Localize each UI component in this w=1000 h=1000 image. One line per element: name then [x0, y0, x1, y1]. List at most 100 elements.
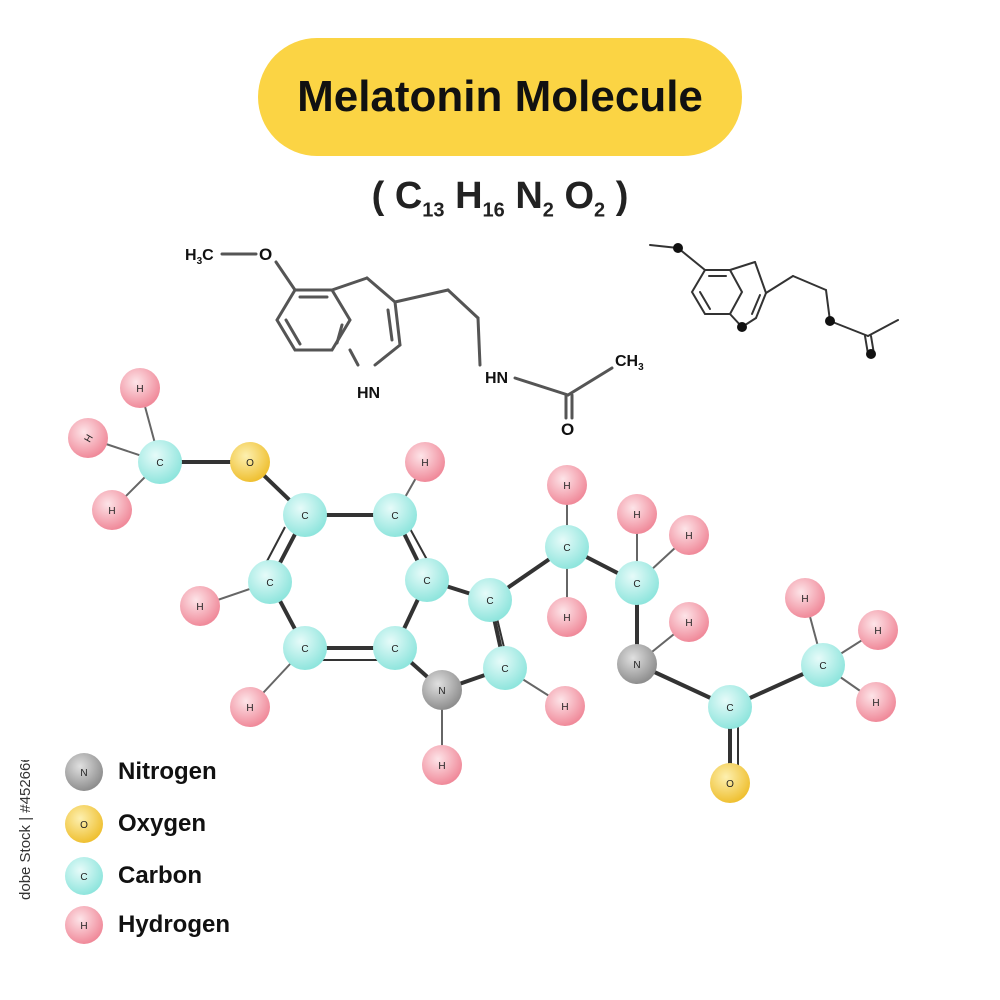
- hydrogen-atom-icon: [856, 682, 896, 722]
- atom-letter: H: [874, 626, 881, 637]
- atom-letter: H: [872, 698, 879, 709]
- hydrogen-atom-icon: [617, 494, 657, 534]
- page-title: Melatonin Molecule: [297, 72, 703, 121]
- atom-letter: H: [196, 602, 203, 613]
- hydrogen-atom-icon: [92, 490, 132, 530]
- svg-text:H: H: [80, 921, 87, 932]
- hydrogen-atom-icon: [68, 418, 108, 458]
- formula-o: O: [564, 175, 595, 217]
- formula-close-paren: ): [615, 175, 629, 217]
- title-banner: Melatonin Molecule: [258, 38, 742, 156]
- carbon-atom-icon: [405, 558, 449, 602]
- atom-letter: N: [633, 660, 640, 671]
- h3c-label: H3C: [185, 247, 214, 267]
- legend-label-oxygen: Oxygen: [118, 810, 207, 837]
- chain-nh-label: HN: [485, 370, 508, 387]
- oxygen-atom-icon: [710, 763, 750, 803]
- hydrogen-atom-icon: [669, 515, 709, 555]
- carbon-atom-icon: [283, 626, 327, 670]
- atom-letter: C: [266, 578, 273, 589]
- atom-letter: C: [501, 664, 508, 675]
- carbon-atoms: [138, 440, 845, 729]
- atom-letter: H: [136, 384, 143, 395]
- atom-letter: H: [246, 703, 253, 714]
- carbon-atom-icon: [373, 626, 417, 670]
- hydrogen-atom-icon: [230, 687, 270, 727]
- atom-letter: C: [391, 511, 398, 522]
- atom-letter: C: [819, 661, 826, 672]
- hydrogen-atom-icon: [547, 597, 587, 637]
- atom-letter: H: [685, 531, 692, 542]
- svg-text:Adobe Stock | #452666444: Adobe Stock | #452666444: [17, 760, 34, 900]
- atom-letter: H: [83, 433, 96, 445]
- ring-nh-label: HN: [357, 385, 380, 402]
- legend-label-nitrogen: Nitrogen: [118, 758, 217, 785]
- nitrogen-dot-icon: [737, 322, 747, 332]
- formula-open-paren: (: [371, 175, 385, 217]
- atom-letter: C: [726, 703, 733, 714]
- oxygen-dot-icon: [866, 349, 876, 359]
- formula-c-count: 13: [422, 199, 445, 222]
- svg-text:O: O: [80, 820, 88, 831]
- atom-letter: H: [685, 618, 692, 629]
- legend-item-nitrogen: N Nitrogen: [62, 752, 217, 792]
- legend-item-hydrogen: H Hydrogen: [62, 905, 230, 945]
- svg-text:N: N: [80, 768, 87, 779]
- hydrogen-atom-icon: [180, 586, 220, 626]
- nitrogen-atom-icon: N: [65, 753, 103, 791]
- methyl-label: CH3: [615, 353, 644, 373]
- atom-letter: H: [108, 506, 115, 517]
- hydrogen-atom-icon: H: [65, 906, 103, 944]
- atom-letter: C: [301, 511, 308, 522]
- nitrogen-atom-icon: [422, 670, 462, 710]
- legend-label-carbon: Carbon: [118, 862, 202, 889]
- atom-letter: H: [421, 458, 428, 469]
- atom-letter: C: [423, 576, 430, 587]
- chemical-formula: ( C13 H16 N2 O2 ): [0, 175, 1000, 223]
- carbon-atom-icon: C: [65, 857, 103, 895]
- atom-letter: O: [246, 458, 254, 469]
- atom-letter: H: [561, 702, 568, 713]
- hydrogen-atom-icon: [669, 602, 709, 642]
- atom-letter: C: [633, 579, 640, 590]
- carbon-atom-icon: [373, 493, 417, 537]
- atom-letter: C: [486, 596, 493, 607]
- carbon-atom-icon: [138, 440, 182, 484]
- legend-label-hydrogen: Hydrogen: [118, 911, 231, 938]
- hydrogen-atom-icon: [858, 610, 898, 650]
- carbon-atom-icon: [283, 493, 327, 537]
- oxygen-label: O: [259, 245, 272, 264]
- carbon-atom-icon: [545, 525, 589, 569]
- hydrogen-atom-icon: [422, 745, 462, 785]
- atom-letter: C: [156, 458, 163, 469]
- carbon-atom-icon: [483, 646, 527, 690]
- atom-letter: H: [801, 594, 808, 605]
- nitrogen-dot-icon: [825, 316, 835, 326]
- legend-item-oxygen: O Oxygen: [62, 804, 206, 844]
- oxygen-dot-icon: [673, 243, 683, 253]
- atom-letter: C: [391, 644, 398, 655]
- carbonyl-o-label: O: [561, 420, 574, 439]
- atom-letter: H: [563, 613, 570, 624]
- carbon-atom-icon: [708, 685, 752, 729]
- oxygen-atom-icon: [230, 442, 270, 482]
- legend-item-carbon: C Carbon: [62, 856, 202, 896]
- hydrogen-atom-icon: [120, 368, 160, 408]
- hydrogen-atom-icon: [405, 442, 445, 482]
- carbon-atom-icon: [801, 643, 845, 687]
- stock-watermark: Adobe Stock | #452666444: [17, 760, 34, 900]
- carbon-atom-icon: [615, 561, 659, 605]
- atom-letter: O: [726, 779, 734, 790]
- atom-letter: C: [563, 543, 570, 554]
- hydrogen-atom-icon: [547, 465, 587, 505]
- atom-letter: H: [563, 481, 570, 492]
- carbon-atom-icon: [468, 578, 512, 622]
- formula-h-count: 16: [482, 199, 505, 222]
- atom-letter: C: [301, 644, 308, 655]
- atom-letter: N: [438, 686, 445, 697]
- hydrogen-atom-icon: [785, 578, 825, 618]
- atom-letter: H: [438, 761, 445, 772]
